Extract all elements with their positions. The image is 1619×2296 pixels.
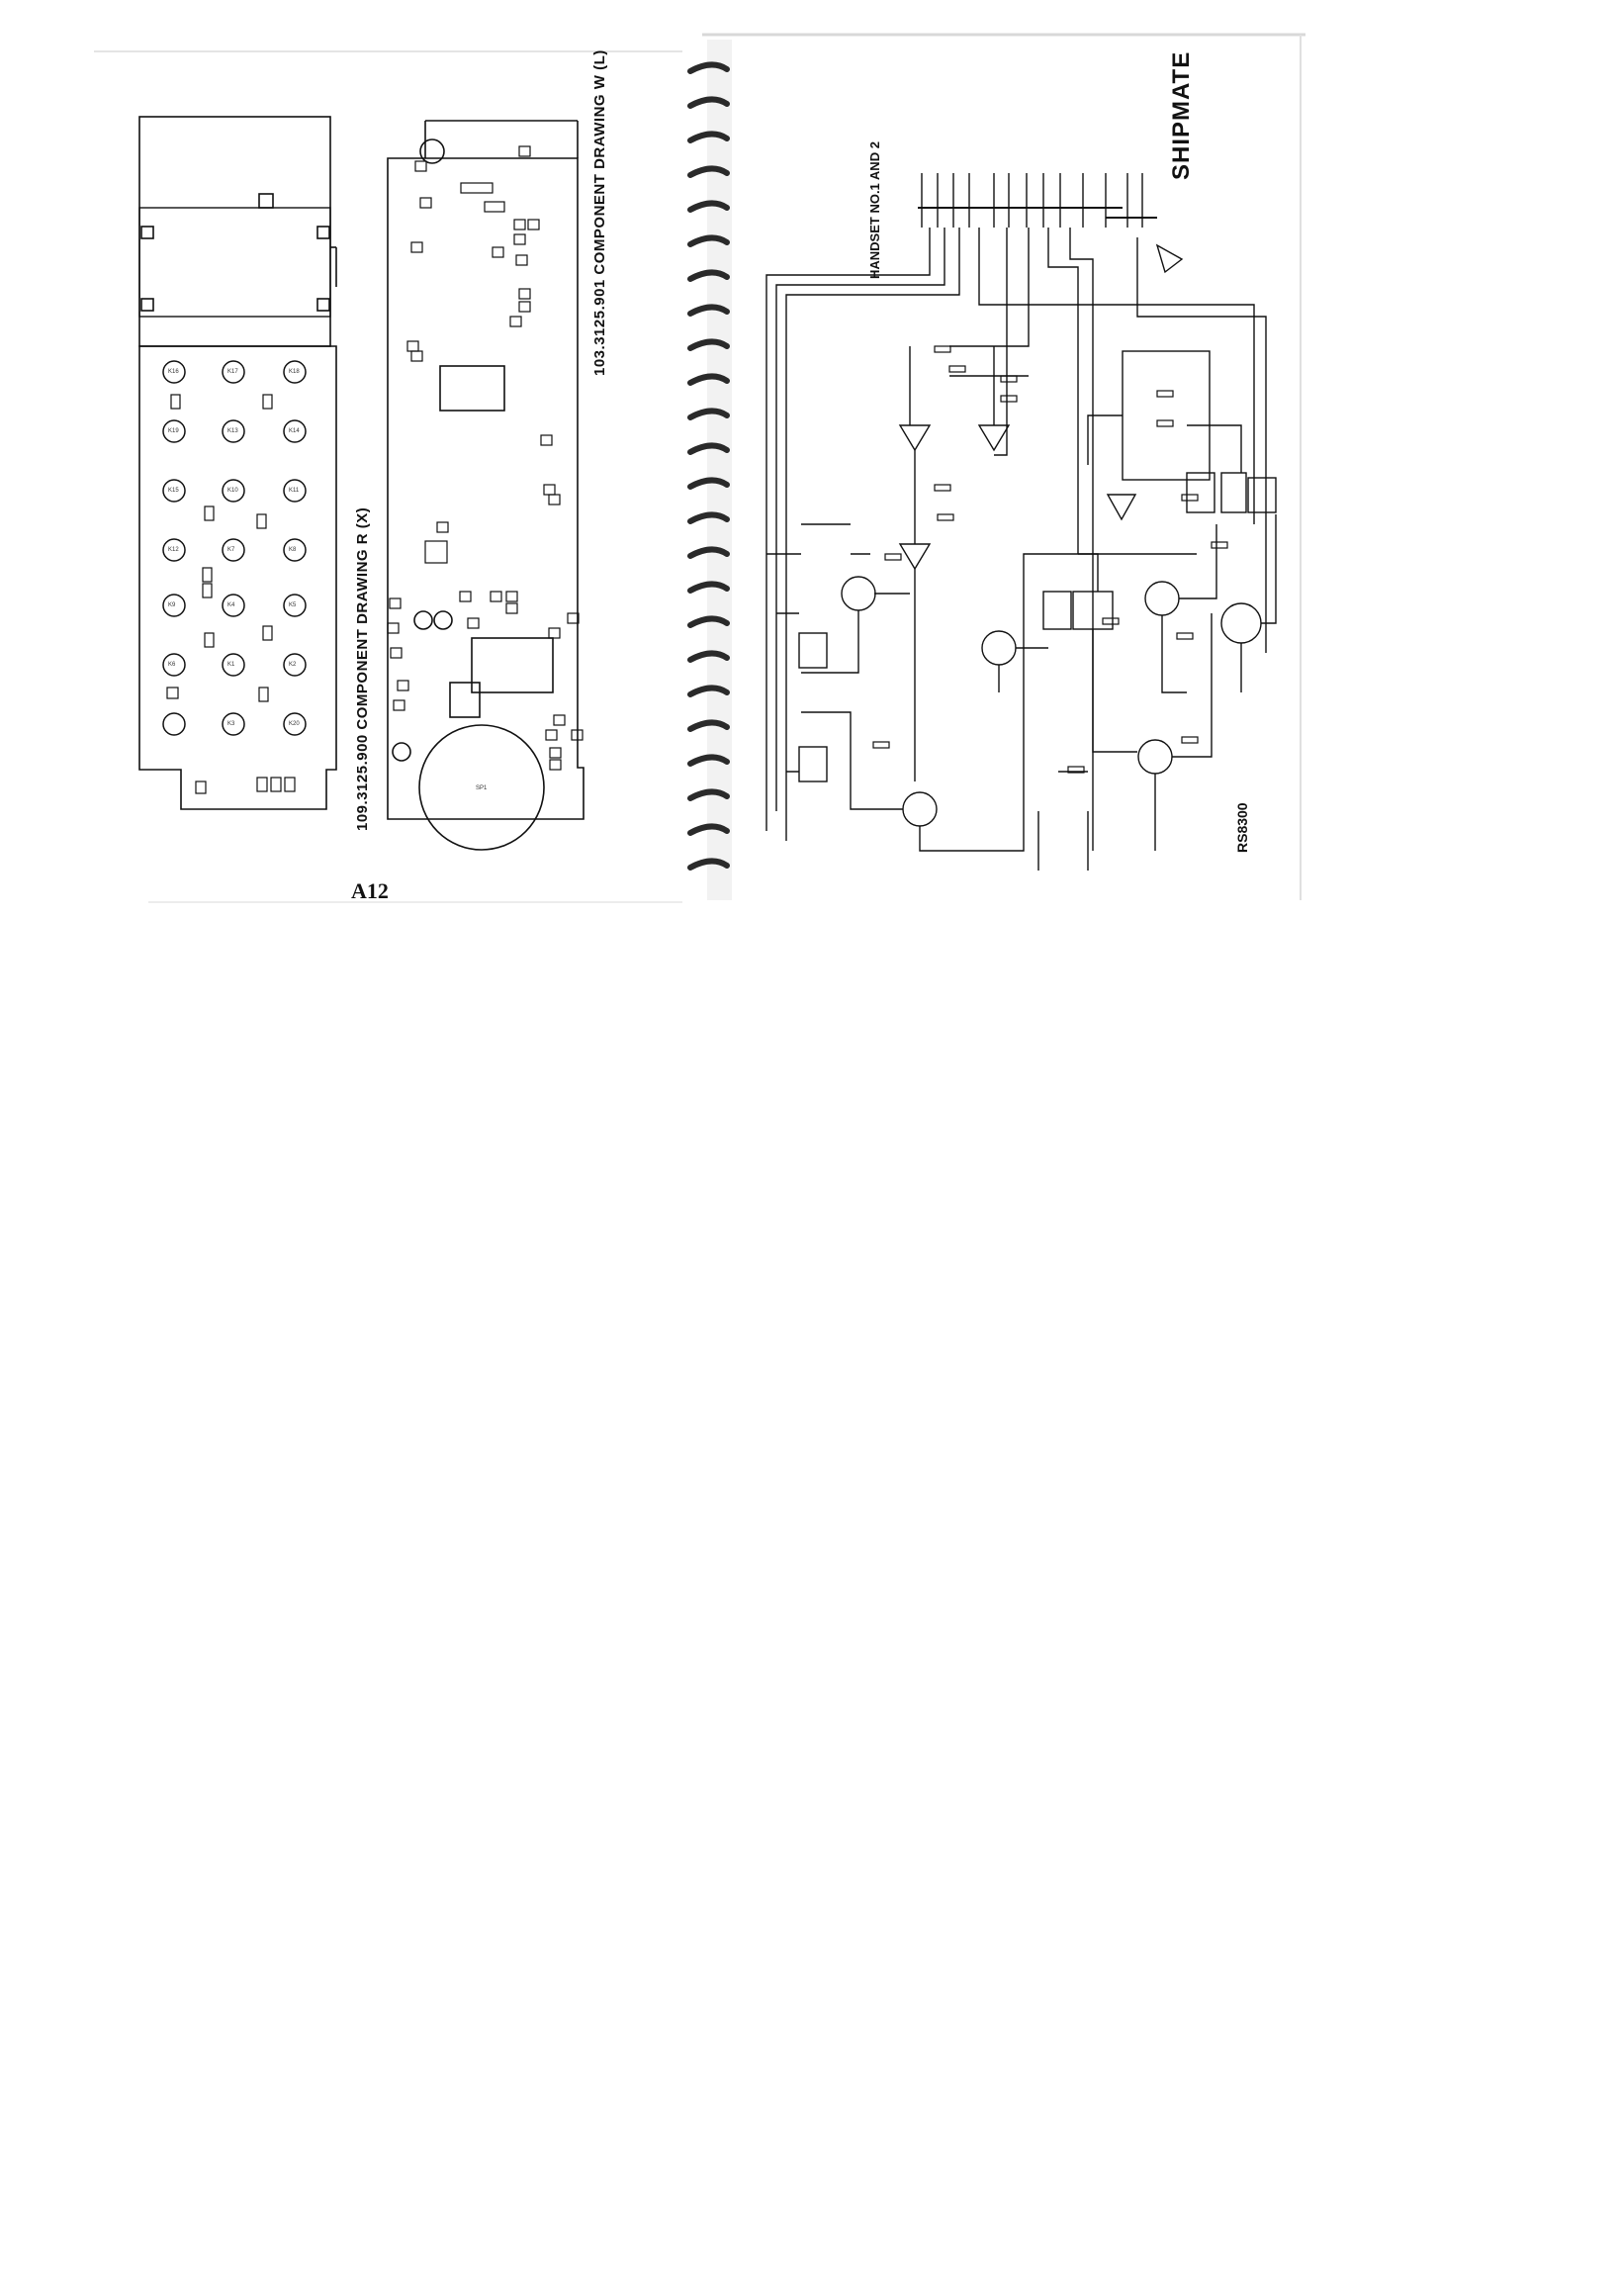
key-label: K9	[168, 602, 176, 608]
key-label: K4	[227, 602, 235, 608]
key-label: K10	[227, 488, 238, 494]
page-label: A12	[351, 878, 389, 903]
model-label: RS8300	[1234, 802, 1250, 853]
key-label: K13	[227, 428, 238, 434]
key-label: K3	[227, 721, 235, 727]
schematic-title: HANDSET NO.1 AND 2	[867, 141, 882, 279]
pcb-right-board	[387, 120, 585, 851]
key-label: K16	[168, 369, 179, 375]
pcb-left-title: 109.3125.900 COMPONENT DRAWING R (X)	[354, 506, 371, 831]
key-label: K14	[289, 428, 300, 434]
pcb-right-title: 103.3125.901 COMPONENT DRAWING W (L)	[591, 49, 608, 376]
key-label: K18	[289, 369, 300, 375]
key-label: K1	[227, 662, 235, 668]
key-label: K6	[168, 662, 176, 668]
pcb-left-keypad-board	[138, 116, 337, 810]
key-label: K8	[289, 547, 297, 553]
key-label: K11	[289, 488, 300, 494]
key-label: K15	[168, 488, 179, 494]
key-label: K12	[168, 547, 179, 553]
brand-logo-text: SHIPMATE	[1168, 50, 1195, 180]
speaker-label: SP1	[476, 785, 488, 791]
key-label: K7	[227, 547, 235, 553]
key-label: K17	[227, 369, 238, 375]
key-label: K20	[289, 721, 300, 727]
key-label: K5	[289, 602, 297, 608]
key-label: K2	[289, 662, 297, 668]
key-label: K19	[168, 428, 179, 434]
spiral-binding	[687, 61, 730, 871]
schematic-drawing	[765, 173, 1277, 871]
